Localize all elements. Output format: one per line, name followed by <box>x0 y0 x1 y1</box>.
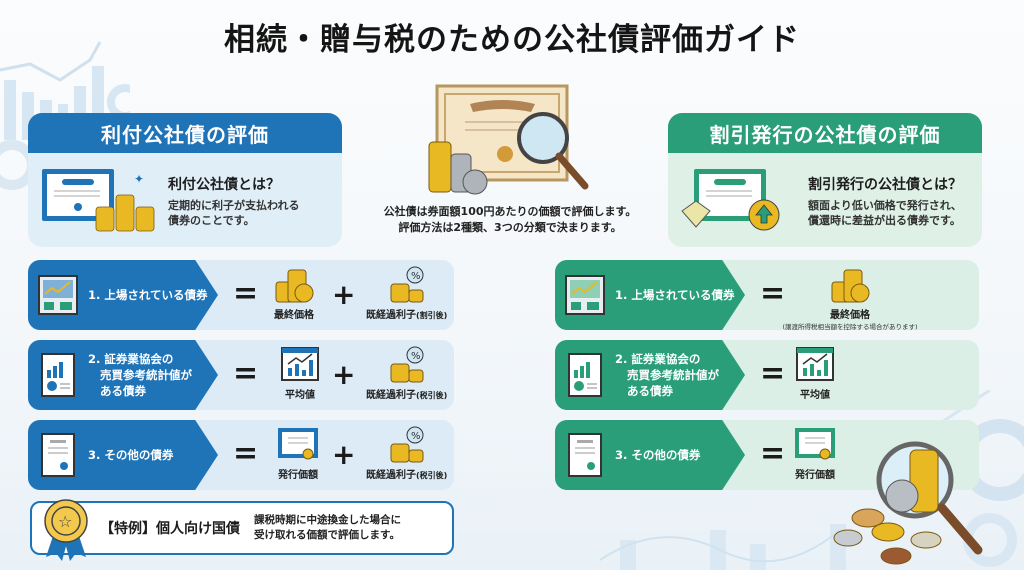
svg-text:%: % <box>411 351 421 362</box>
row-label-line3: ある債券 <box>100 384 146 398</box>
coupon-bond-header: 利付公社債の評価 <box>28 113 342 153</box>
special-case-desc-line1: 課税時期に中途換金した場合に <box>254 514 401 526</box>
term-note: (税引後) <box>416 471 448 480</box>
term-accrued-interest: 既経過利子 <box>366 310 416 321</box>
report-icon <box>41 353 75 397</box>
coins-magnifier-illustration <box>833 441 983 565</box>
discount-row-jsda: 2. 証券業協会の 売買参考統計値が ある債券 = 平均値 <box>555 340 979 410</box>
bond-certificate-with-coins-icon: ✦ <box>42 169 155 232</box>
coupon-row-jsda: 2. 証券業協会の 売買参考統計値が ある債券 = 平均値 + % 既経過利子(… <box>28 340 454 410</box>
interest-coins-icon: % <box>390 426 424 463</box>
row-label-line3: ある債券 <box>627 384 673 398</box>
row-label-line1: 2. 証券業協会の <box>615 352 701 366</box>
interest-coins-icon: % <box>390 346 424 383</box>
coupon-bond-desc-line1: 定期的に利子が支払われる <box>168 199 300 212</box>
term-issue-price: 発行価額 <box>795 470 835 481</box>
coupon-row-listed: 1. 上場されている債券 = 最終価格 + % 既経過利子(割引後) <box>28 260 454 330</box>
term-final-price: 最終価格 <box>830 310 870 321</box>
row-label-line1: 2. 証券業協会の <box>88 352 174 366</box>
certificate-icon <box>795 428 835 460</box>
row-label-line2: 売買参考統計値が <box>100 368 192 382</box>
coupon-row-other: 3. その他の債券 = 発行価額 + % 既経過利子(税引後) <box>28 420 454 490</box>
term-accrued-interest: 既経過利子 <box>366 390 416 401</box>
discount-bond-desc-line1: 額面より低い価格で発行され、 <box>808 199 962 212</box>
discount-bond-header: 割引発行の公社債の評価 <box>668 113 982 153</box>
coin-stack-icon <box>831 269 870 303</box>
coupon-bond-question: 利付公社債とは？ <box>168 177 280 193</box>
term-note: (割引後) <box>416 311 448 320</box>
term-final-price: 最終価格 <box>274 310 314 321</box>
discount-bond-question: 割引発行の公社債とは？ <box>808 177 962 193</box>
equals-sign: = <box>760 356 786 391</box>
row-label: 3. その他の債券 <box>615 448 701 462</box>
term-final-price-note: (譲渡所得税相当額を控除する場合があります) <box>782 323 918 330</box>
market-board-icon <box>565 275 605 315</box>
equals-sign: = <box>233 436 259 471</box>
coupon-bond-desc-line2: 債券のことです。 <box>168 214 255 227</box>
bond-certificate-with-up-arrow-icon <box>681 169 780 231</box>
award-medal-icon: ☆ <box>44 499 88 561</box>
equals-sign: = <box>760 276 786 311</box>
certificate-magnifier-illustration <box>428 84 589 195</box>
term-average: 平均値 <box>800 390 830 401</box>
svg-text:%: % <box>411 431 421 442</box>
plus-sign: + <box>332 438 356 471</box>
special-case-label: 【特例】個人向け国債 <box>100 521 240 537</box>
term-note: (税引後) <box>416 391 448 400</box>
chart-window-icon <box>281 347 319 381</box>
discount-bond-desc-line2: 償還時に差益が出る債券です。 <box>808 214 961 227</box>
certificate-icon <box>278 428 318 460</box>
term-accrued-interest: 既経過利子 <box>366 470 416 481</box>
row-label: 1. 上場されている債券 <box>615 288 735 302</box>
row-label: 3. その他の債券 <box>88 448 174 462</box>
plus-sign: + <box>332 278 356 311</box>
center-description-line1: 公社債は券面額100円あたりの価額で評価します。 <box>383 205 637 218</box>
coin-stack-icon <box>275 269 314 303</box>
chart-window-icon <box>796 347 834 381</box>
equals-sign: = <box>233 356 259 391</box>
term-issue-price: 発行価額 <box>278 470 318 481</box>
row-label-line2: 売買参考統計値が <box>627 368 719 382</box>
svg-text:☆: ☆ <box>58 512 72 531</box>
center-description-line2: 評価方法は2種類、3つの分類で決まります。 <box>398 221 622 234</box>
market-board-icon <box>38 275 78 315</box>
svg-text:✦: ✦ <box>134 172 144 186</box>
special-case-desc-line2: 受け取れる価額で評価します。 <box>254 529 400 541</box>
discount-bond-intro-panel: 割引発行の公社債の評価 割引発行の公社債とは？ 額面より低い価格で発行され、 償… <box>668 113 982 247</box>
special-case-box: ☆ 【特例】個人向け国債 課税時期に中途換金した場合に 受け取れる価額で評価しま… <box>30 499 454 561</box>
coupon-bond-intro-panel: 利付公社債の評価 ✦ 利付公社債とは？ 定期的に利子が支払われる 債券のことです… <box>28 113 342 247</box>
page-title: 相続・贈与税のための公社債評価ガイド <box>224 22 800 58</box>
term-average: 平均値 <box>285 390 315 401</box>
report-icon <box>568 353 602 397</box>
row-label: 1. 上場されている債券 <box>88 288 208 302</box>
document-icon <box>41 433 75 477</box>
discount-row-listed: 1. 上場されている債券 = 最終価格 (譲渡所得税相当額を控除する場合がありま… <box>555 260 979 330</box>
document-icon <box>568 433 602 477</box>
plus-sign: + <box>332 358 356 391</box>
equals-sign: = <box>760 436 786 471</box>
svg-text:%: % <box>411 271 421 282</box>
interest-coins-icon: % <box>390 266 424 303</box>
equals-sign: = <box>233 276 259 311</box>
